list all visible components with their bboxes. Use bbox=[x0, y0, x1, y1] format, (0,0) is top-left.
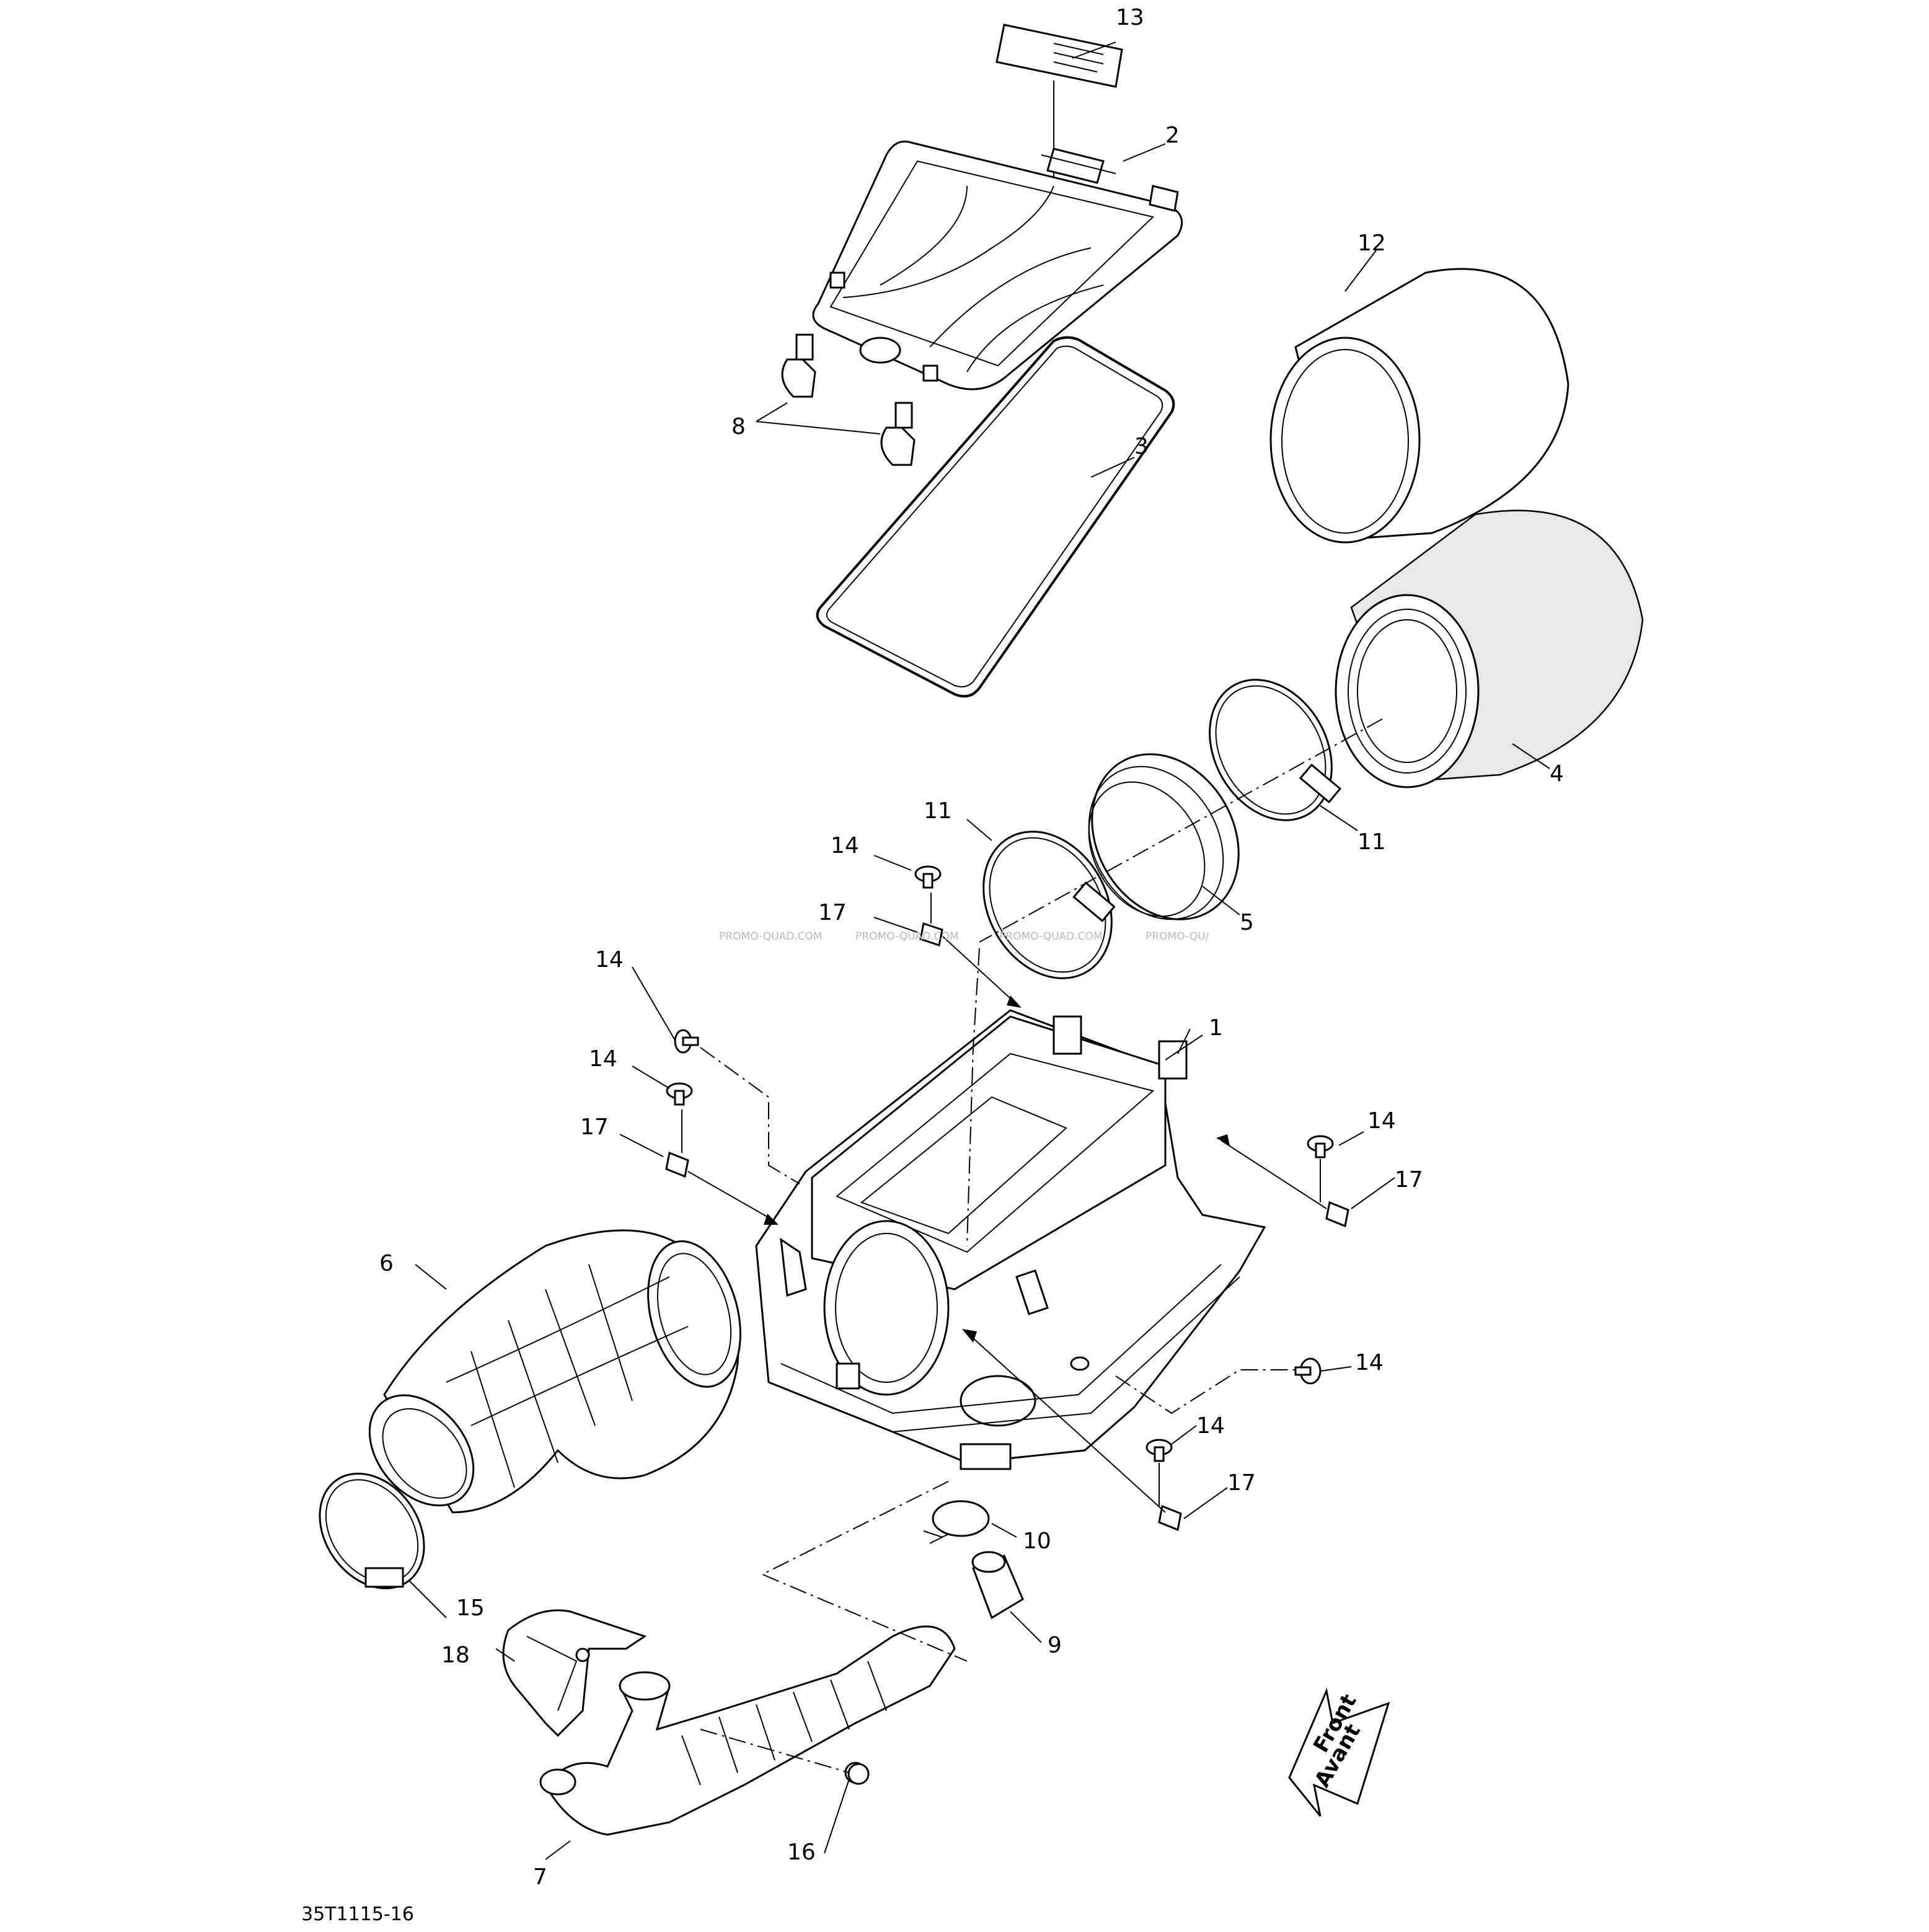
callout-17-b: 17 bbox=[580, 1114, 609, 1140]
callout-leaders bbox=[408, 42, 1550, 1860]
callout-16: 16 bbox=[787, 1840, 816, 1865]
callout-4: 4 bbox=[1550, 761, 1564, 787]
callout-15: 15 bbox=[456, 1595, 485, 1621]
callout-14-b: 14 bbox=[595, 947, 624, 973]
callout-13: 13 bbox=[1116, 5, 1144, 30]
part-1-air-box bbox=[755, 1009, 1266, 1470]
callout-14-e: 14 bbox=[1355, 1350, 1384, 1375]
callout-labels: 13 2 3 12 4 5 11 11 1 8 14 17 14 14 17 1… bbox=[379, 5, 1564, 1890]
part-9-tube bbox=[971, 1551, 1024, 1620]
callout-14-f: 14 bbox=[1196, 1413, 1225, 1439]
callout-2: 2 bbox=[1165, 123, 1180, 148]
part-2-air-box-cover bbox=[812, 140, 1183, 390]
callout-3: 3 bbox=[1134, 434, 1149, 459]
callout-5: 5 bbox=[1240, 910, 1254, 935]
part-7-tube bbox=[539, 1625, 956, 1836]
callout-14-a: 14 bbox=[831, 833, 859, 858]
part-4-air-filter bbox=[1335, 509, 1644, 788]
watermark-1: PROMO-QUAD.COM bbox=[719, 930, 823, 943]
callout-18: 18 bbox=[441, 1643, 470, 1668]
part-3-gasket bbox=[816, 336, 1175, 698]
callout-17-a: 17 bbox=[818, 900, 847, 925]
front-direction-arrow: Front Avant bbox=[1288, 1687, 1390, 1817]
watermark-4: PROMO-QU/ bbox=[1145, 930, 1209, 943]
callout-14-c: 14 bbox=[589, 1046, 617, 1072]
part-11-clamp-upper bbox=[1209, 679, 1342, 821]
watermarks: PROMO-QUAD.COM PROMO-QUAD.COM PROMO-QUAD… bbox=[719, 930, 1209, 943]
part-6-intake-duct bbox=[368, 1229, 741, 1514]
fastener-bolt-16 bbox=[847, 1763, 870, 1785]
part-18-bracket bbox=[502, 1609, 647, 1737]
callout-12: 12 bbox=[1357, 231, 1386, 256]
callout-17-c: 17 bbox=[1395, 1167, 1423, 1193]
assembly-lines bbox=[681, 893, 1327, 1773]
callout-8: 8 bbox=[731, 414, 746, 439]
part-12-pre-filter bbox=[1269, 268, 1569, 544]
part-13-label-decal bbox=[995, 24, 1123, 212]
fastener-screws-14 bbox=[666, 865, 1334, 1462]
callout-9: 9 bbox=[1048, 1633, 1062, 1658]
part-15-clamp bbox=[319, 1472, 425, 1590]
part-10-clip bbox=[923, 1500, 990, 1544]
callout-1: 1 bbox=[1209, 1015, 1223, 1041]
callout-7: 7 bbox=[533, 1864, 547, 1890]
watermark-3: PROMO-QUAD.COM bbox=[999, 930, 1103, 943]
callout-17-d: 17 bbox=[1227, 1470, 1256, 1496]
callout-10: 10 bbox=[1023, 1528, 1051, 1554]
part-5-coupler bbox=[1088, 753, 1240, 920]
part-8-clips bbox=[756, 333, 916, 466]
callout-11-right: 11 bbox=[1357, 829, 1386, 855]
callout-14-d: 14 bbox=[1367, 1108, 1396, 1134]
callout-6: 6 bbox=[379, 1251, 394, 1276]
watermark-2: PROMO-QUAD.COM bbox=[855, 930, 959, 943]
fastener-nuts-17 bbox=[665, 922, 1349, 1532]
callout-11-left: 11 bbox=[924, 798, 952, 824]
drawing-reference-code: 35T1115-16 bbox=[301, 1903, 414, 1925]
